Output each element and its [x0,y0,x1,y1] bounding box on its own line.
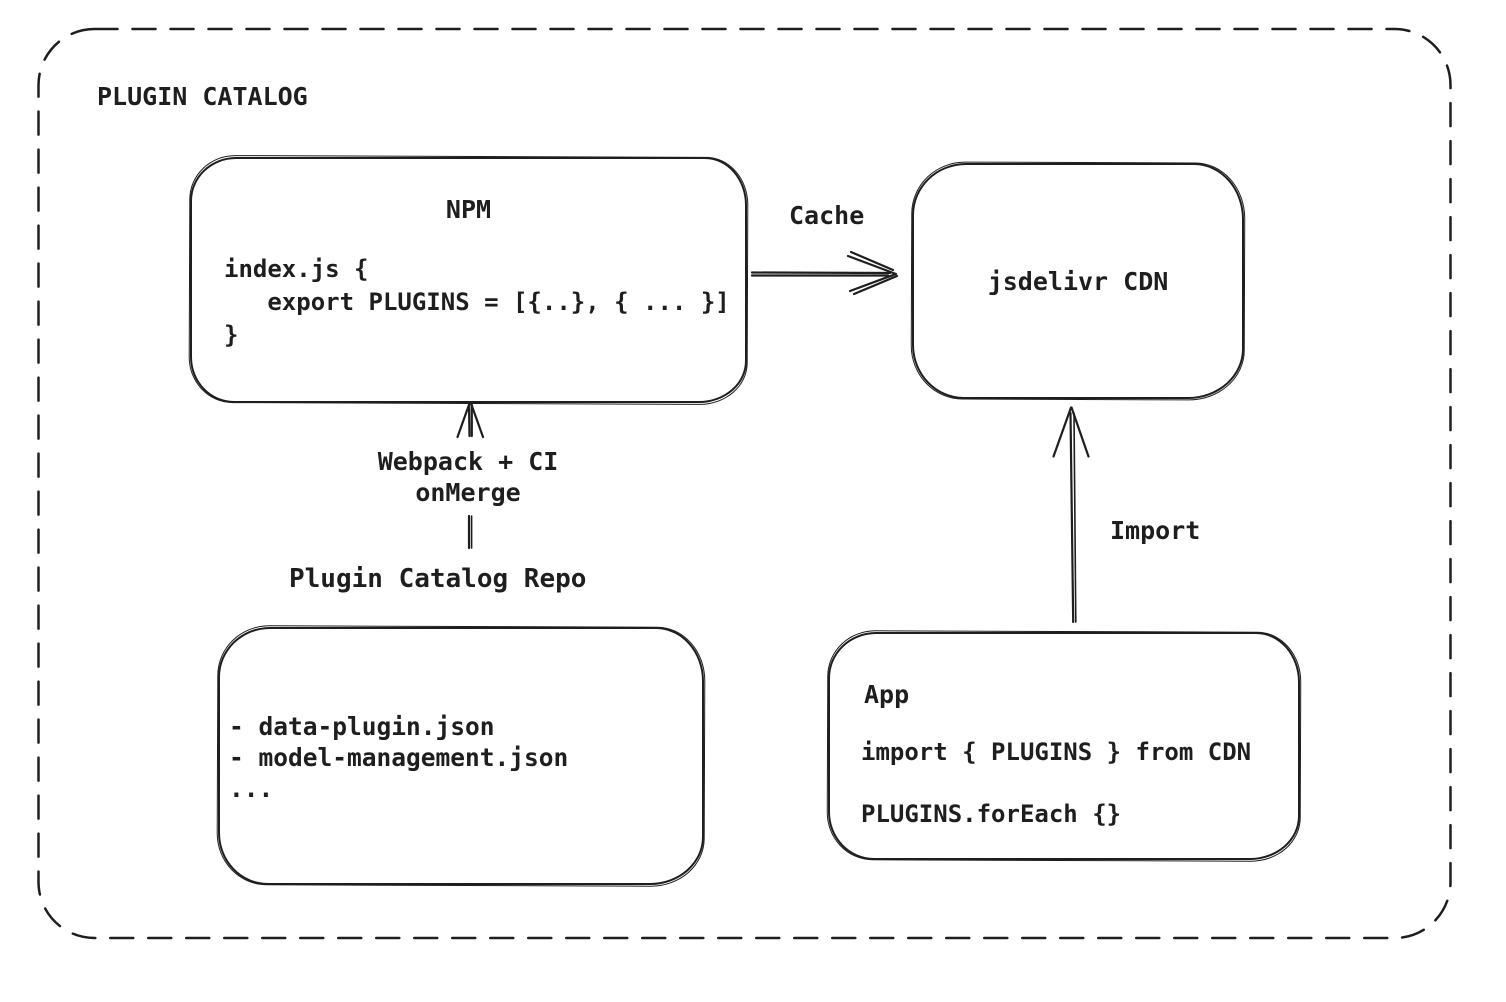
cache-arrow [750,250,899,296]
app-node: App import { PLUGINS } from CDN PLUGINS.… [828,632,1300,860]
app-foreach-line: PLUGINS.forEach {} [861,800,1122,828]
cdn-node-label: jsdelivr CDN [987,266,1169,296]
app-import-line: import { PLUGINS } from CDN [861,738,1252,766]
repo-node-label: Plugin Catalog Repo [289,564,587,594]
import-edge-label: Import [1110,516,1201,545]
diagram-title: PLUGIN CATALOG [97,82,308,111]
catalog-boundary [37,27,1452,940]
build-edge-label: Webpack + CI onMerge [377,447,559,507]
cdn-node: jsdelivr CDN [912,163,1244,399]
npm-node: NPM index.js { export PLUGINS = [{..}, {… [190,157,747,403]
app-node-title: App [864,680,910,709]
npm-node-title: NPM [445,195,492,224]
npm-node-code: index.js { export PLUGINS = [{..}, { ...… [224,255,730,349]
import-arrow [1052,406,1090,624]
cache-edge-label: Cache [789,201,865,230]
repo-node-files: - data-plugin.json - model-management.js… [229,712,569,803]
build-arrow [456,400,485,550]
repo-node: - data-plugin.json - model-management.js… [218,627,704,885]
